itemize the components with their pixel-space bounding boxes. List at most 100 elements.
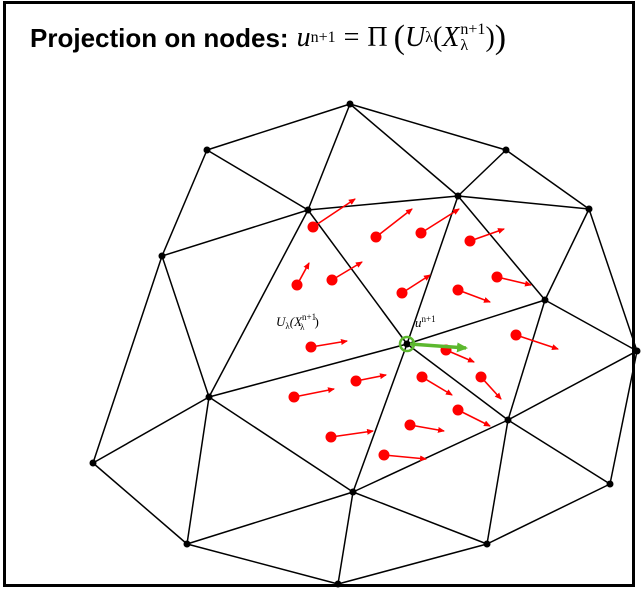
mesh-edge [588, 208, 638, 352]
velocity-arrow [312, 198, 356, 228]
mesh-node [183, 540, 191, 548]
mesh-edge [206, 149, 309, 211]
mesh-edge [507, 350, 638, 421]
mesh-node [454, 192, 462, 200]
mesh-edge [161, 149, 208, 257]
particle-dot [396, 287, 408, 299]
pv-U: U [276, 314, 287, 329]
particle-velocities [288, 198, 559, 462]
mesh-edge [337, 543, 488, 585]
highlighted-node [398, 335, 468, 353]
particle-dot [305, 341, 317, 353]
formula-U-sub: λ [425, 29, 433, 46]
mesh-edge [208, 209, 309, 398]
nv-sup: n+1 [422, 314, 436, 324]
velocity-arrow [515, 334, 559, 350]
velocity-arrow [383, 454, 427, 462]
particle-dot [415, 227, 427, 239]
mesh-edge [92, 462, 188, 545]
velocity-arrow [401, 274, 431, 294]
mesh-edge [457, 149, 507, 197]
formula-inner-close: ) [485, 22, 495, 53]
mesh-edge [544, 299, 638, 352]
mesh-node [349, 488, 357, 496]
mesh-edge [92, 396, 210, 464]
mesh-edge [406, 343, 509, 421]
mesh-node [158, 252, 166, 260]
velocity-arrow [310, 339, 348, 348]
mesh-node [205, 393, 213, 401]
mesh-edge [349, 103, 507, 151]
mesh-edge [507, 419, 611, 485]
mesh-node [483, 540, 491, 548]
mesh-node [304, 206, 312, 214]
projected-velocity-arrow [409, 342, 468, 353]
mesh-edge [92, 255, 163, 464]
formula-open: ( [393, 19, 405, 56]
mesh-node [346, 100, 354, 108]
formula-operator: Π [367, 22, 388, 53]
velocity-arrow [457, 409, 491, 427]
mesh-edge [406, 195, 459, 345]
velocity-arrow [375, 208, 413, 238]
node-velocity-label: un+1 [415, 314, 436, 330]
mesh-edge [352, 491, 488, 545]
particle-dot [475, 371, 487, 383]
mesh-edge [206, 103, 351, 151]
particle-dot [416, 371, 428, 383]
formula-X: X [442, 22, 460, 53]
particle-dot [350, 375, 362, 387]
mesh-node [334, 580, 342, 588]
mesh-node [585, 205, 593, 213]
velocity-arrow [420, 208, 460, 234]
mesh-node [541, 296, 549, 304]
pv-arg-sup: n+1 [302, 312, 316, 322]
velocity-arrow [496, 276, 532, 287]
particle-dot [464, 235, 476, 247]
pv-arg-sub: λ [300, 322, 305, 332]
particle-dot [452, 404, 464, 416]
mesh-edge [307, 103, 351, 211]
velocity-arrow [421, 376, 453, 396]
velocity-arrow [330, 428, 374, 438]
mesh-node [403, 340, 411, 348]
mesh-edge [161, 255, 210, 398]
particle-dot [378, 449, 390, 461]
mesh-edge [486, 483, 611, 545]
velocity-arrow [409, 424, 445, 433]
mesh-node [606, 480, 614, 488]
velocity-arrow [331, 261, 363, 281]
mesh-edges [92, 103, 638, 585]
title-prefix: Projection on nodes: [30, 22, 289, 53]
particle-dot [326, 274, 338, 286]
formula-X-sub: λ [460, 37, 469, 54]
formula-lhs: u [296, 22, 311, 53]
mesh-edge [507, 299, 546, 421]
mesh-edge [406, 299, 546, 345]
mesh-edge [307, 195, 459, 211]
particle-dot [510, 329, 522, 341]
particle-dot [307, 221, 319, 233]
mesh-edge [352, 343, 408, 493]
mesh-node [89, 459, 97, 467]
mesh-edge [208, 343, 408, 398]
formula-lhs-sup: n+1 [310, 29, 336, 46]
pv-close: ) [315, 314, 319, 329]
mesh-edge [186, 491, 354, 545]
mesh-edge [544, 208, 590, 301]
formula-U: U [404, 22, 426, 53]
mesh-node [633, 347, 641, 355]
mesh-edge [186, 543, 339, 585]
mesh-edge [337, 491, 354, 585]
nv-u: u [415, 315, 422, 330]
formula-inner-open: ( [432, 22, 443, 53]
mesh-edge [457, 195, 590, 210]
mesh-edge [486, 419, 509, 545]
mesh-edge [208, 396, 354, 493]
formula-equals: = [343, 22, 360, 53]
velocity-arrow [293, 387, 335, 398]
velocity-arrow [457, 289, 491, 303]
